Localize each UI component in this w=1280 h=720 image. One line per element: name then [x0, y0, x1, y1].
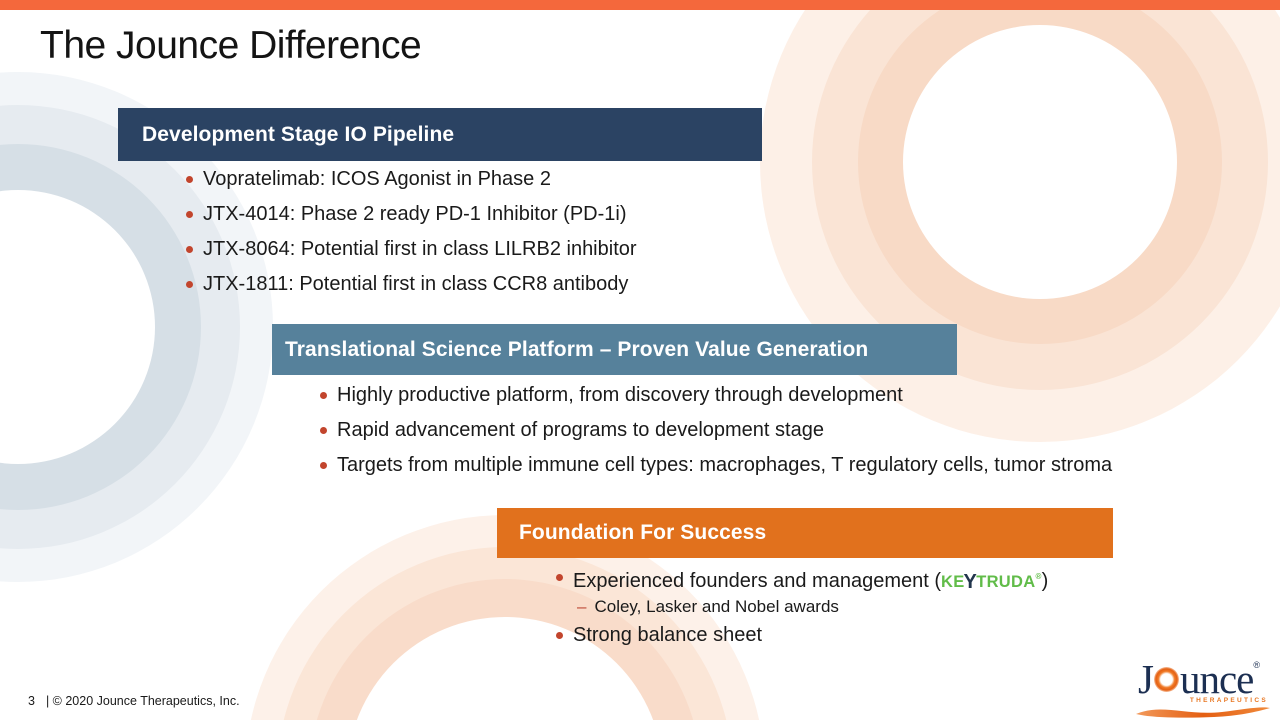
copyright-text: | © 2020 Jounce Therapeutics, Inc.: [45, 694, 240, 708]
bullet-dot-icon: [320, 427, 327, 434]
sub-bullet-text: Coley, Lasker and Nobel awards: [594, 597, 839, 616]
translational-section-header: Translational Science Platform – Proven …: [272, 324, 957, 375]
bullet-item: JTX-1811: Potential first in class CCR8 …: [186, 273, 637, 295]
keytruda-ke: KE: [941, 573, 965, 591]
sub-bullet-dash-icon: –: [577, 597, 587, 616]
keytruda-logo: KEYTRUDA®: [941, 570, 1042, 593]
bullet-item: JTX-4014: Phase 2 ready PD-1 Inhibitor (…: [186, 203, 637, 225]
bullet-text: Strong balance sheet: [573, 624, 763, 646]
keytruda-y-ribbon: Y: [963, 571, 978, 593]
bullet-dot-icon: [556, 574, 563, 581]
bullet-dot-icon: [320, 462, 327, 469]
slide-footer: 3 | © 2020 Jounce Therapeutics, Inc.: [28, 694, 240, 708]
logo-text-unce: unce: [1179, 656, 1254, 702]
top-accent-bar: [0, 0, 1280, 10]
bullet-item: Targets from multiple immune cell types:…: [320, 454, 1112, 476]
pipeline-bullet-list: Vopratelimab: ICOS Agonist in Phase 2 JT…: [186, 168, 637, 308]
foundation-section-header: Foundation For Success: [497, 508, 1113, 558]
bullet-text-pre: Experienced founders and management (: [573, 570, 942, 592]
jounce-wordmark: J unce ®: [1138, 658, 1272, 700]
bullet-text: JTX-1811: Potential first in class CCR8 …: [203, 273, 629, 295]
sub-bullet-item: –Coley, Lasker and Nobel awards: [577, 597, 839, 617]
decor-ring: [903, 25, 1177, 299]
bullet-text: Experienced founders and management (KEY…: [573, 570, 1049, 593]
bullet-text: Vopratelimab: ICOS Agonist in Phase 2: [203, 168, 551, 190]
bullet-item: Vopratelimab: ICOS Agonist in Phase 2: [186, 168, 637, 190]
logo-text-j: J: [1138, 656, 1154, 702]
logo-tagline: THERAPEUTICS: [1189, 697, 1268, 704]
bullet-text: Highly productive platform, from discove…: [337, 384, 903, 406]
bullet-dot-icon: [556, 632, 563, 639]
bullet-item: Highly productive platform, from discove…: [320, 384, 1112, 406]
keytruda-truda: TRUDA: [976, 573, 1036, 591]
bullet-dot-icon: [320, 392, 327, 399]
logo-o-ring-icon: [1153, 667, 1179, 692]
bullet-text: Rapid advancement of programs to develop…: [337, 419, 824, 441]
slide-title: The Jounce Difference: [40, 24, 422, 67]
translational-bullet-list: Highly productive platform, from discove…: [320, 384, 1112, 489]
bullet-dot-icon: [186, 246, 193, 253]
bullet-text-post: ): [1041, 570, 1049, 592]
bullet-text: JTX-8064: Potential first in class LILRB…: [203, 238, 637, 260]
bullet-dot-icon: [186, 211, 193, 218]
bullet-dot-icon: [186, 281, 193, 288]
bullet-item: Rapid advancement of programs to develop…: [320, 419, 1112, 441]
page-number: 3: [28, 694, 35, 708]
bullet-dot-icon: [186, 176, 193, 183]
bullet-item: JTX-8064: Potential first in class LILRB…: [186, 238, 637, 260]
logo-registered-mark: ®: [1253, 660, 1261, 670]
jounce-logo: J unce ® THERAPEUTICS: [1136, 658, 1272, 718]
bullet-text: JTX-4014: Phase 2 ready PD-1 Inhibitor (…: [203, 203, 627, 225]
pipeline-section-header: Development Stage IO Pipeline: [118, 108, 762, 161]
bullet-item: Strong balance sheet: [556, 624, 762, 646]
keytruda-registered-mark: ®: [1035, 572, 1042, 581]
logo-swoosh-icon: [1136, 707, 1270, 718]
bullet-item: Experienced founders and management (KEY…: [556, 566, 1048, 593]
bullet-text: Targets from multiple immune cell types:…: [337, 454, 1113, 476]
